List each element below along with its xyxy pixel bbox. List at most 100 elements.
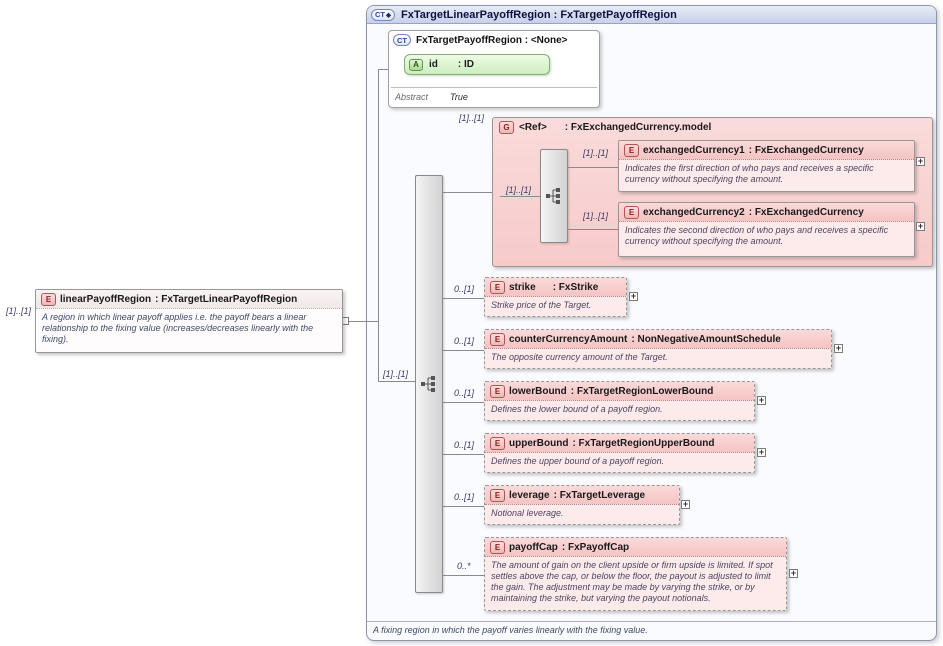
element-type: : FxPayoffCap xyxy=(561,542,630,553)
cardinality-label: 0..[1] xyxy=(454,388,475,398)
expand-button-leverage[interactable]: + xyxy=(681,499,690,509)
element-type: : FxStrike xyxy=(552,282,599,293)
expand-button-strike[interactable]: + xyxy=(629,291,638,301)
attribute-icon: A xyxy=(409,58,423,71)
element-box-upperBound[interactable]: E upperBound : FxTargetRegionUpperBound … xyxy=(484,433,755,473)
element-box-exchangedCurrency1[interactable]: E exchangedCurrency1 : FxExchangedCurren… xyxy=(618,140,915,192)
element-icon: E xyxy=(490,489,505,502)
panel-title: FxTargetLinearPayoffRegion : FxTargetPay… xyxy=(401,8,677,21)
base-type-header: CT FxTargetPayoffRegion : <None> xyxy=(389,31,599,49)
expand-button-lowerBound[interactable]: + xyxy=(757,395,766,405)
element-doc: Defines the upper bound of a payoff regi… xyxy=(491,456,665,466)
sequence-icon xyxy=(421,376,435,392)
element-type: : FxExchangedCurrency xyxy=(748,207,864,218)
connector-line xyxy=(443,298,484,299)
element-icon: E xyxy=(490,437,505,450)
connector-line xyxy=(568,229,618,230)
cardinality-label: 0..[1] xyxy=(454,440,475,450)
attribute-box[interactable]: A id : ID xyxy=(404,54,550,75)
footer-divider xyxy=(367,621,936,622)
abstract-label: Abstract xyxy=(395,92,429,102)
element-box-payoffCap[interactable]: E payoffCap : FxPayoffCap The amount of … xyxy=(484,537,787,611)
cardinality-label: 0..* xyxy=(457,561,471,571)
element-type: : FxTargetLinearPayoffRegion xyxy=(155,294,298,305)
diamond-icon: ◆ xyxy=(386,11,391,19)
divider xyxy=(391,87,597,88)
element-header: E exchangedCurrency1 : FxExchangedCurren… xyxy=(619,141,914,160)
element-type: : FxTargetLeverage xyxy=(553,490,646,501)
abstract-value: True xyxy=(450,92,468,102)
element-header: E linearPayoffRegion : FxTargetLinearPay… xyxy=(36,290,342,309)
type-documentation: A fixing region in which the payoff vari… xyxy=(373,625,648,635)
connector-line xyxy=(443,350,484,351)
group-icon: G xyxy=(499,121,514,134)
cardinality-label: [1]..[1] xyxy=(6,306,32,316)
abstract-row: Abstract True xyxy=(395,92,468,102)
connector-line xyxy=(443,506,484,507)
connector-line xyxy=(378,69,379,382)
base-type-title: FxTargetPayoffRegion : <None> xyxy=(416,34,568,46)
cardinality-label: [1]..[1] xyxy=(583,211,609,221)
element-name: counterCurrencyAmount xyxy=(509,334,628,345)
group-header: G <Ref> : FxExchangedCurrency.model xyxy=(493,118,932,137)
expand-button-exchangedCurrency2[interactable]: + xyxy=(916,221,925,231)
element-doc: Notional leverage. xyxy=(491,508,564,518)
cardinality-label: [1]..[1] xyxy=(583,148,609,158)
element-header: E lowerBound : FxTargetRegionLowerBound xyxy=(485,382,754,401)
connector-line xyxy=(568,167,618,168)
element-name: exchangedCurrency1 xyxy=(643,145,745,156)
cardinality-label: 0..[1] xyxy=(454,284,475,294)
element-header: E upperBound : FxTargetRegionUpperBound xyxy=(485,434,754,453)
attribute-type: : ID xyxy=(457,59,474,70)
element-name: payoffCap xyxy=(509,542,558,553)
complextype-icon: CT xyxy=(393,34,411,46)
element-doc: The opposite currency amount of the Targ… xyxy=(491,352,668,362)
element-header: E leverage : FxTargetLeverage xyxy=(485,486,679,505)
element-header: E counterCurrencyAmount : NonNegativeAmo… xyxy=(485,330,831,349)
cardinality-label: 0..[1] xyxy=(454,492,475,502)
element-name: upperBound xyxy=(509,438,569,449)
element-icon: E xyxy=(41,293,56,306)
complextype-icon: CT◆ xyxy=(371,8,395,21)
element-box-strike[interactable]: E strike : FxStrike Strike price of the … xyxy=(484,277,627,317)
element-box-lowerBound[interactable]: E lowerBound : FxTargetRegionLowerBound … xyxy=(484,381,755,421)
element-icon: E xyxy=(490,281,505,294)
element-name: linearPayoffRegion xyxy=(60,294,152,305)
expand-button-counterCurrencyAmount[interactable]: + xyxy=(834,343,843,353)
group-name: <Ref> xyxy=(519,122,547,133)
element-icon: E xyxy=(490,385,505,398)
expand-button-exchangedCurrency1[interactable]: + xyxy=(916,156,925,166)
cardinality-label: 0..[1] xyxy=(454,336,475,346)
element-header: E exchangedCurrency2 : FxExchangedCurren… xyxy=(619,203,914,222)
base-type-box[interactable]: CT FxTargetPayoffRegion : <None> A id : … xyxy=(388,30,600,108)
sequence-icon xyxy=(546,188,560,204)
element-type: : NonNegativeAmountSchedule xyxy=(631,334,781,345)
element-type: : FxTargetRegionUpperBound xyxy=(572,438,715,449)
expand-button-upperBound[interactable]: + xyxy=(757,447,766,457)
element-header: E strike : FxStrike xyxy=(485,278,626,297)
element-icon: E xyxy=(490,333,505,346)
element-icon: E xyxy=(624,206,639,219)
element-header: E payoffCap : FxPayoffCap xyxy=(485,538,786,557)
element-box-leverage[interactable]: E leverage : FxTargetLeverage Notional l… xyxy=(484,485,680,525)
type-detail-panel: CT◆ FxTargetLinearPayoffRegion : FxTarge… xyxy=(366,5,937,641)
attribute-name: id xyxy=(429,59,438,70)
source-element-box[interactable]: E linearPayoffRegion : FxTargetLinearPay… xyxy=(35,289,343,353)
connector-line xyxy=(378,69,388,70)
panel-header: CT◆ FxTargetLinearPayoffRegion : FxTarge… xyxy=(367,6,936,24)
cardinality-label: [1]..[1] xyxy=(459,113,485,123)
expand-button-payoffCap[interactable]: + xyxy=(789,568,798,578)
element-name: leverage xyxy=(509,490,550,501)
element-box-counterCurrencyAmount[interactable]: E counterCurrencyAmount : NonNegativeAmo… xyxy=(484,329,832,369)
cardinality-label: [1]..[1] xyxy=(383,369,409,379)
connector-line xyxy=(349,321,378,322)
element-box-exchangedCurrency2[interactable]: E exchangedCurrency2 : FxExchangedCurren… xyxy=(618,202,915,257)
element-name: lowerBound xyxy=(509,386,567,397)
connector-line xyxy=(443,454,484,455)
element-doc: Defines the lower bound of a payoff regi… xyxy=(491,404,663,414)
connector-line xyxy=(443,192,492,193)
group-type: : FxExchangedCurrency.model xyxy=(564,122,712,133)
connector-line xyxy=(500,196,540,197)
connector-line xyxy=(443,575,484,576)
